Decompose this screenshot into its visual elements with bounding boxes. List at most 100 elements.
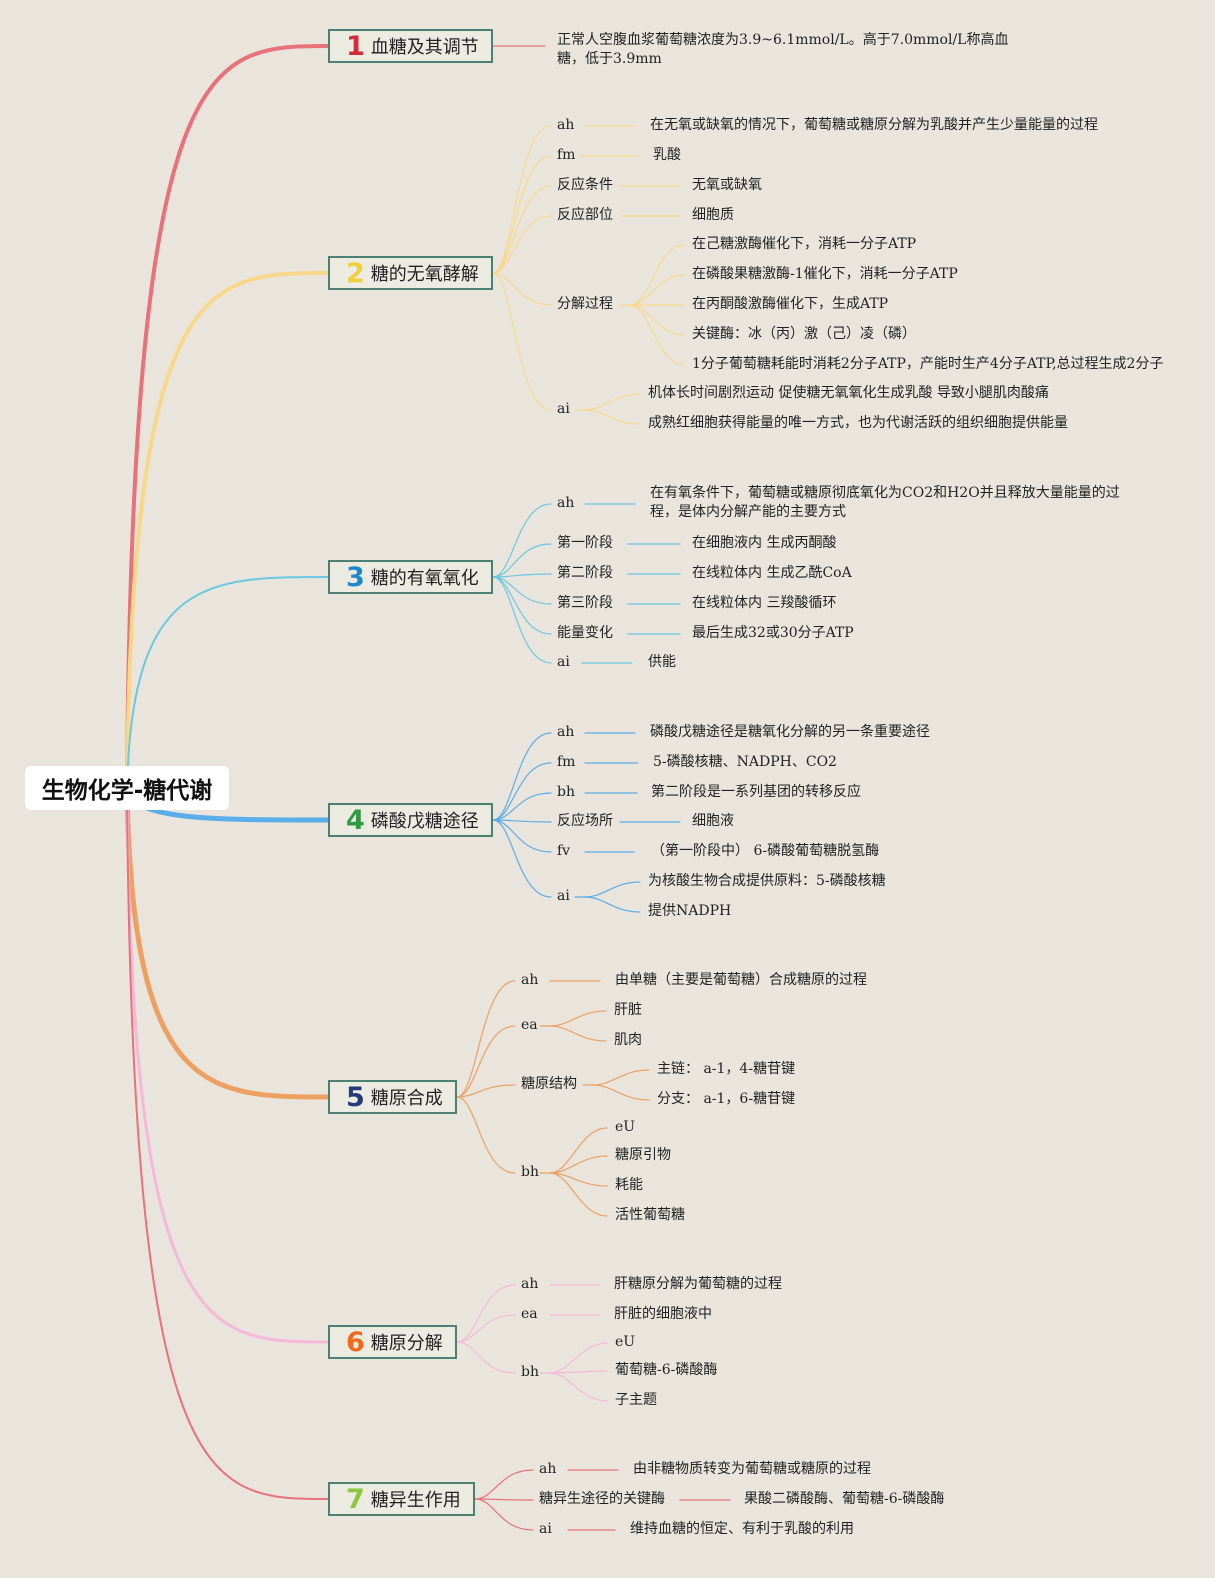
branch-label[interactable]: 分解过程: [557, 296, 613, 312]
branch-label[interactable]: ai: [539, 1521, 552, 1537]
branch-label[interactable]: ah: [557, 495, 575, 511]
leaf-label[interactable]: （第一阶段中） 6-磷酸葡萄糖脱氢酶: [651, 843, 880, 859]
leaf-label[interactable]: 在磷酸果糖激酶-1催化下，消耗一分子ATP: [692, 266, 958, 282]
branch-label[interactable]: ai: [557, 654, 570, 670]
leaf-label[interactable]: 1分子葡萄糖耗能时消耗2分子ATP，产能时生产4分子ATP,总过程生成2分子: [692, 356, 1164, 372]
leaf-label[interactable]: 关键酶：冰（丙）激（己）凌（磷）: [692, 326, 916, 342]
leaf-label[interactable]: 提供NADPH: [648, 903, 732, 919]
root-link-3: [126, 576, 329, 789]
topic-number: 2: [346, 257, 365, 289]
leaf-link: [629, 304, 685, 366]
leaf-label[interactable]: 肌肉: [614, 1032, 642, 1048]
branch-label[interactable]: 第三阶段: [557, 595, 613, 611]
leaf-label[interactable]: 在丙酮酸激酶催化下，生成ATP: [692, 296, 889, 312]
leaf-label[interactable]: 肝糖原分解为葡萄糖的过程: [614, 1276, 782, 1292]
leaf-label[interactable]: 由非糖物质转变为葡萄糖或糖原的过程: [633, 1461, 871, 1477]
leaf-label[interactable]: 为核酸生物合成提供原料：5-磷酸核糖: [648, 873, 886, 889]
branch-label[interactable]: fm: [557, 147, 576, 163]
branch-link: [456, 1096, 516, 1174]
leaf-label[interactable]: 糖原引物: [615, 1147, 671, 1163]
leaf-link: [549, 1025, 607, 1042]
branch-label[interactable]: 糖异生途径的关键酶: [539, 1491, 665, 1507]
leaf-label[interactable]: eU: [615, 1334, 636, 1350]
leaf-label[interactable]: 最后生成32或30分子ATP: [692, 625, 854, 641]
leaf-label[interactable]: 磷酸戊糖途径是糖氧化分解的另一条重要途径: [650, 724, 930, 740]
leaf-label[interactable]: 分支： a-1，6-糖苷键: [657, 1091, 796, 1107]
topic-title: 糖的有氧氧化: [370, 568, 479, 589]
leaf-label[interactable]: 第二阶段是一系列基团的转移反应: [651, 784, 861, 800]
branch-label[interactable]: ea: [521, 1017, 538, 1033]
branch-link: [492, 576, 552, 605]
branch-label[interactable]: fv: [557, 843, 571, 859]
leaf-label[interactable]: 子主题: [615, 1392, 657, 1408]
leaf-label[interactable]: 在己糖激酶催化下，消耗一分子ATP: [692, 236, 917, 252]
branch-label[interactable]: fm: [557, 754, 576, 770]
root-link-2: [125, 271, 330, 790]
leaf-label[interactable]: 耗能: [615, 1177, 643, 1193]
leaf-label[interactable]: eU: [615, 1119, 636, 1135]
leaf-label[interactable]: 肝脏: [614, 1002, 642, 1018]
leaf-label[interactable]: 在线粒体内 生成乙酰CoA: [692, 565, 852, 581]
leaf-label[interactable]: 在细胞液内 生成丙酮酸: [692, 535, 837, 551]
branch-label[interactable]: ah: [557, 117, 575, 133]
branch-label[interactable]: 第二阶段: [557, 565, 613, 581]
leaf-link: [549, 1372, 608, 1402]
branch-label[interactable]: 反应部位: [557, 207, 613, 223]
leaf-label[interactable]: 肝脏的细胞液中: [614, 1306, 712, 1322]
leaf-label[interactable]: 在无氧或缺氧的情况下，葡萄糖或糖原分解为乳酸并产生少量能量的过程: [650, 117, 1098, 133]
branch-label[interactable]: bh: [557, 784, 575, 800]
topic-number: 5: [346, 1081, 365, 1113]
leaf-label[interactable]: 果酸二磷酸酶、葡萄糖-6-磷酸酶: [744, 1491, 945, 1507]
topic-number: 7: [346, 1483, 365, 1515]
branch-label[interactable]: ai: [557, 888, 570, 904]
branch-link: [492, 762, 552, 821]
leaf-label[interactable]: 机体长时间剧烈运动 促使糖无氧氧化生成乳酸 导致小腿肌肉酸痛: [648, 385, 1049, 401]
leaf-label[interactable]: 维持血糖的恒定、有利于乳酸的利用: [630, 1521, 854, 1537]
topic-note[interactable]: 正常人空腹血浆葡萄糖浓度为3.9~6.1mmol/L。高于7.0mmol/L称高…: [557, 32, 1009, 67]
leaf-label[interactable]: 活性葡萄糖: [615, 1207, 685, 1223]
branch-link: [474, 1498, 534, 1531]
branch-label[interactable]: ah: [557, 724, 575, 740]
leaf-link: [584, 896, 641, 913]
branch-label[interactable]: 糖原结构: [521, 1076, 577, 1092]
leaf-label[interactable]: 细胞液: [692, 813, 734, 829]
branch-link: [492, 576, 552, 664]
branch-link: [456, 980, 516, 1098]
branch-label[interactable]: 能量变化: [557, 625, 613, 641]
branch-label[interactable]: 反应条件: [557, 177, 613, 193]
leaf-link: [584, 881, 641, 898]
branch-label[interactable]: 第一阶段: [557, 535, 613, 551]
branch-label[interactable]: ea: [521, 1306, 538, 1322]
branch-label[interactable]: ah: [521, 1276, 539, 1292]
root-node[interactable]: 生物化学-糖代谢: [25, 766, 229, 810]
branch-label[interactable]: ai: [557, 401, 570, 417]
branch-label[interactable]: bh: [521, 1164, 539, 1180]
branch-link: [492, 503, 552, 578]
leaf-label[interactable]: 在线粒体内 三羧酸循环: [692, 595, 837, 611]
leaf-label[interactable]: 供能: [648, 654, 676, 670]
leaf-label[interactable]: 乳酸: [653, 147, 681, 163]
leaf-label[interactable]: 主链： a-1，4-糖苷键: [657, 1061, 796, 1077]
leaf-label[interactable]: 葡萄糖-6-磷酸酶: [615, 1362, 718, 1378]
leaf-label[interactable]: 5-磷酸核糖、NADPH、CO2: [653, 754, 837, 770]
branch-label[interactable]: bh: [521, 1364, 539, 1380]
leaf-label[interactable]: 无氧或缺氧: [692, 177, 762, 193]
topic-title: 糖的无氧酵解: [370, 264, 479, 285]
branch-label[interactable]: ah: [521, 972, 539, 988]
branch-label[interactable]: ah: [539, 1461, 557, 1477]
leaf-label[interactable]: 细胞质: [692, 207, 734, 223]
topic-title: 糖原分解: [370, 1333, 443, 1354]
branch-link: [456, 1284, 516, 1343]
branch-label[interactable]: 反应场所: [557, 813, 613, 829]
leaf-label[interactable]: 成熟红细胞获得能量的唯一方式，也为代谢活跃的组织细胞提供能量: [648, 415, 1068, 431]
topic-number: 1: [346, 30, 365, 62]
leaf-label[interactable]: 由单糖（主要是葡萄糖）合成糖原的过程: [615, 972, 867, 988]
leaf-label[interactable]: 在有氧条件下，葡萄糖或糖原彻底氧化为CO2和H2O并且释放大量能量的过程，是体内…: [650, 485, 1120, 520]
